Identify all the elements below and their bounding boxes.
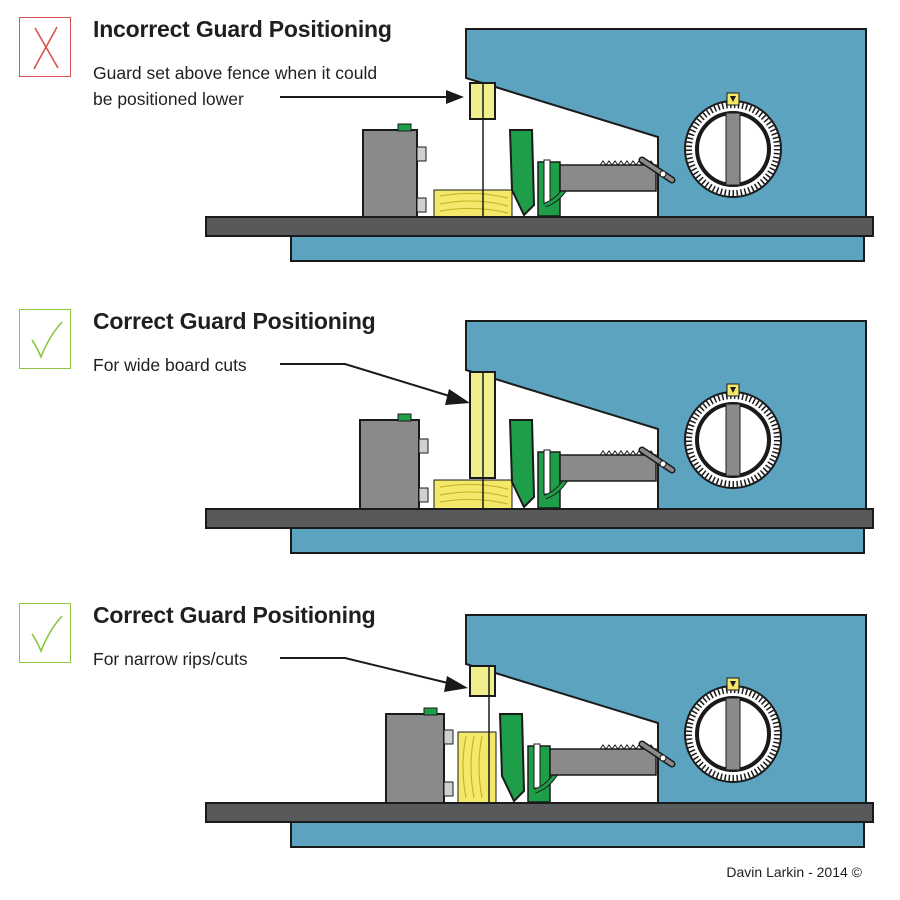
incorrect-status-box [19,17,71,77]
saw-table [205,216,874,237]
panel-incorrect-guard: Incorrect Guard Positioning Guard set ab… [0,0,900,290]
panel-title: Correct Guard Positioning [93,602,376,628]
panel-correct-wide: Correct Guard Positioning For wide board… [0,292,900,582]
correct-status-box [19,309,71,369]
machine-base [290,821,865,848]
panel-title: Correct Guard Positioning [93,308,376,334]
author-credit: Davin Larkin - 2014 © [726,864,862,880]
saw-table [205,508,874,529]
rip-fence [362,129,418,218]
cross-icon [33,26,59,70]
blade-guard [469,665,496,697]
saw-table [205,802,874,823]
panel-title: Incorrect Guard Positioning [93,16,392,42]
bandsaw-illustration [205,320,874,554]
panel-correct-narrow: Correct Guard Positioning For narrow rip… [0,586,900,876]
machine-base [290,235,865,262]
check-icon [31,615,63,654]
callout-arrow [280,363,457,399]
correct-status-box [19,603,71,663]
panel-description: Guard set above fence when it could be p… [93,63,378,109]
guide-post-rack [549,748,657,776]
panel-description: For narrow rips/cuts [93,649,248,669]
tension-dial [684,677,782,783]
guide-post-rack [559,454,657,482]
blade-guide [508,129,536,217]
bandsaw-illustration [205,614,874,848]
check-icon [31,321,63,360]
tension-dial [684,383,782,489]
bandsaw-illustration [205,28,874,262]
guide-post-rack [559,164,657,192]
tension-dial [684,92,782,198]
rip-fence [385,713,445,804]
upper-arm [465,614,867,805]
rip-fence [359,419,420,510]
blade-guide [498,713,526,803]
callout-arrow [280,657,453,685]
blade-guide [508,419,536,509]
wood-board [457,731,497,804]
machine-base [290,527,865,554]
panel-description: For wide board cuts [93,355,247,375]
